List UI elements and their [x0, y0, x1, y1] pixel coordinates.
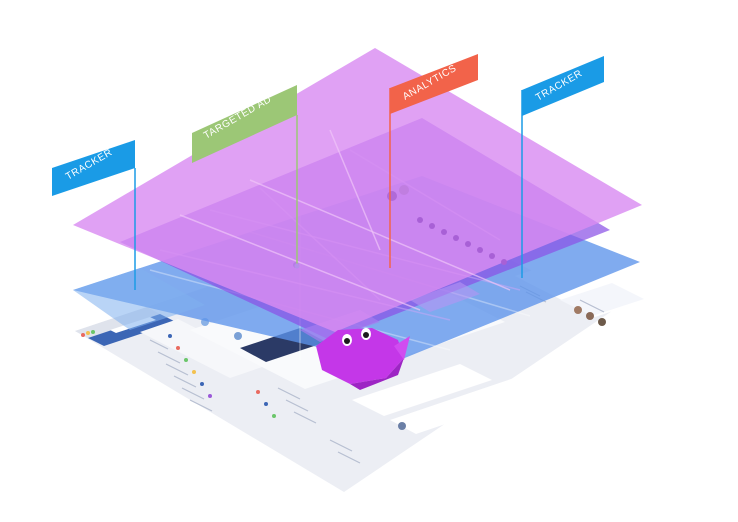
tracker-plane-highlight [73, 268, 205, 330]
post-card [390, 376, 546, 434]
analytics-plane [73, 48, 642, 332]
window-close-dot [81, 333, 85, 337]
mascot-ear [394, 336, 410, 360]
sidebar-icons [168, 334, 276, 418]
analytics-layer [73, 48, 642, 332]
flag-tracker-left: TRACKER [52, 140, 135, 196]
ad-block[interactable] [410, 282, 480, 312]
flag-tracker-right: TRACKER [522, 56, 604, 116]
left-sidebar [140, 319, 268, 378]
mascot-character [316, 328, 410, 390]
window-min-dot [86, 331, 90, 335]
targeted-ad-pole-base [294, 263, 300, 269]
avatar[interactable] [234, 332, 242, 340]
avatar[interactable] [598, 318, 606, 326]
avatar[interactable] [574, 306, 582, 314]
avatar[interactable] [586, 312, 594, 320]
analytics-grid [179, 129, 511, 311]
mascot-body [316, 328, 404, 384]
composer-card[interactable] [352, 364, 492, 416]
window-max-dot [91, 330, 95, 334]
flag-poles [134, 88, 523, 290]
avatar[interactable] [398, 422, 406, 430]
mascot-shadow [350, 358, 404, 390]
